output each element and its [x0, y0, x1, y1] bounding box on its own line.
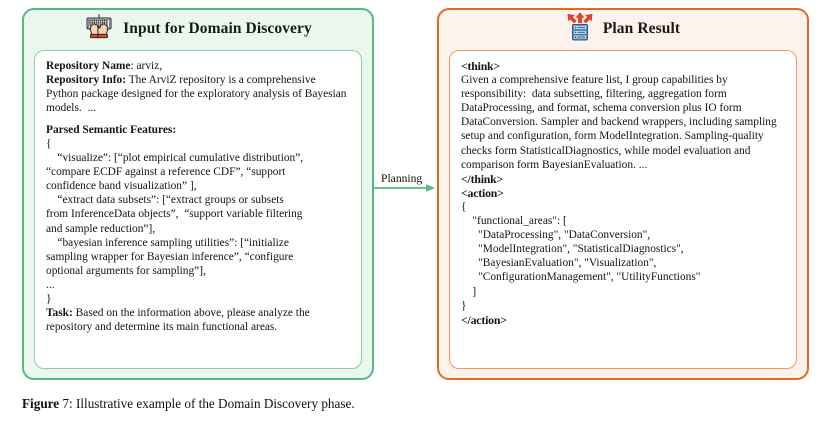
action-close-tag: </action> [461, 312, 507, 327]
action-json: { "functional_areas": [ "DataProcessing"… [461, 200, 701, 312]
input-panel-header: Input for Domain Discovery [24, 10, 372, 44]
keyboard-typing-hands-icon [84, 13, 114, 45]
task-line: Task: Based on the information above, pl… [46, 306, 350, 334]
figure-label: Figure [22, 396, 60, 411]
task-value: Based on the information above, please a… [46, 307, 313, 334]
figure-caption: Figure 7: Illustrative example of the Do… [22, 396, 355, 412]
repository-name-value: : arviz, [130, 60, 163, 72]
think-open-tag: <think> [461, 59, 500, 73]
output-content-box: <think> Given a comprehensive feature li… [449, 50, 797, 369]
plan-list-arrows-icon [566, 11, 594, 47]
repository-info-line: Repository Info: The ArviZ repository is… [46, 73, 350, 115]
task-label: Task: [46, 307, 73, 320]
input-content-box: Repository Name: arviz, Repository Info:… [34, 50, 362, 369]
arrow-right-icon [374, 184, 435, 192]
output-panel-title: Plan Result [602, 20, 681, 37]
planning-arrow-label: Planning [381, 172, 423, 185]
input-panel-title: Input for Domain Discovery [123, 20, 312, 37]
think-close-tag: </think> [461, 171, 504, 186]
figure-caption-text: : Illustrative example of the Domain Dis… [69, 396, 355, 411]
repository-name-line: Repository Name: arviz, [46, 59, 350, 73]
output-panel: Plan Result <think> Given a comprehensiv… [437, 8, 809, 380]
repository-info-value: The ArviZ repository is a comprehensive … [46, 74, 350, 115]
parsed-semantic-features-json: { “visualize”: [“plot empirical cumulati… [46, 137, 304, 305]
output-panel-header: Plan Result [439, 10, 807, 44]
action-open-tag: <action> [461, 185, 504, 200]
parsed-semantic-features-label: Parsed Semantic Features: [46, 123, 177, 136]
think-text: Given a comprehensive feature list, I gr… [461, 74, 780, 171]
repository-info-label: Repository Info: [46, 74, 127, 87]
input-panel: Input for Domain Discovery Repository Na… [22, 8, 374, 380]
repository-name-label: Repository Name [46, 60, 131, 72]
figure-number: 7 [62, 396, 70, 411]
